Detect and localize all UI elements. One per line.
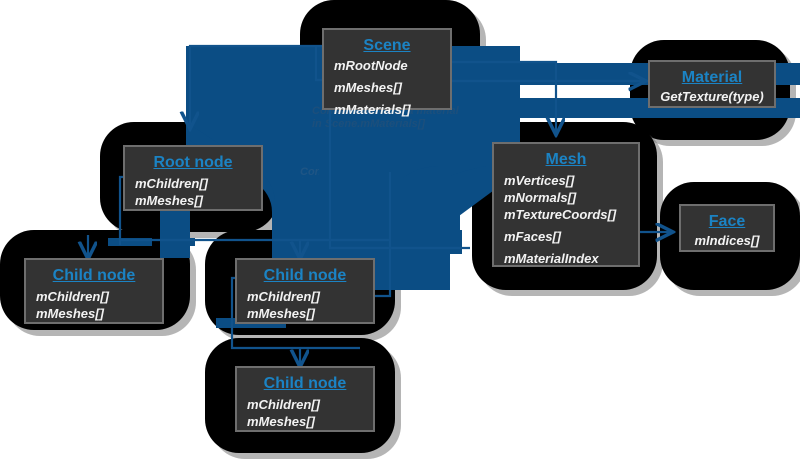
entity-root-node[interactable]: Root node mChildren[] mMeshes[] — [123, 145, 263, 211]
entity-mesh-field-1: mNormals[] — [504, 190, 577, 205]
entity-child-node-middle-field-0: mChildren[] — [247, 289, 320, 304]
material-index-note-line1: Contains index to a material — [312, 105, 459, 117]
entity-material-field-0: GetTexture(type) — [660, 89, 764, 104]
entity-mesh-title: Mesh — [545, 151, 587, 168]
entity-mesh-field-3: mFaces[] — [504, 229, 562, 244]
material-index-note: Contains index to a material in Scene.mM… — [312, 106, 459, 130]
entity-face-field-0: mIndices[] — [694, 233, 760, 248]
entity-child-node-left[interactable]: Child node mChildren[] mMeshes[] — [24, 258, 164, 324]
entity-mesh-field-2: mTextureCoords[] — [504, 207, 617, 222]
entity-mesh[interactable]: Mesh mVertices[] mNormals[] mTextureCoor… — [492, 142, 640, 267]
entity-child-node-middle[interactable]: Child node mChildren[] mMeshes[] — [235, 258, 375, 324]
entity-child-node-left-field-0: mChildren[] — [36, 289, 109, 304]
entity-mesh-field-4: mMaterialIndex — [504, 251, 599, 266]
entity-face-title: Face — [708, 213, 746, 230]
entity-root-node-field-1: mMeshes[] — [135, 193, 203, 208]
wire-scene-to-rootnode — [190, 44, 336, 128]
entity-child-node-left-field-1: mMeshes[] — [36, 306, 104, 321]
entity-material[interactable]: Material GetTexture(type) — [648, 60, 776, 108]
entity-child-node-bottom-field-0: mChildren[] — [247, 397, 320, 412]
entity-face[interactable]: Face mIndices[] — [679, 204, 775, 252]
entity-material-title: Material — [681, 69, 743, 86]
note-occluder-2 — [300, 178, 460, 230]
entity-scene-field-0: mRootNode — [334, 58, 408, 73]
entity-mesh-field-0: mVertices[] — [504, 173, 575, 188]
entity-scene-field-1: mMeshes[] — [334, 80, 402, 95]
material-index-note-line2: in Scene.mMaterials[] — [312, 118, 426, 130]
entity-child-node-bottom-title: Child node — [263, 375, 347, 392]
entity-child-node-bottom-field-1: mMeshes[] — [247, 414, 315, 429]
entity-child-node-bottom[interactable]: Child node mChildren[] mMeshes[] — [235, 366, 375, 432]
entity-root-node-field-0: mChildren[] — [135, 176, 208, 191]
entity-root-node-title: Root node — [153, 154, 233, 171]
entity-child-node-middle-field-1: mMeshes[] — [247, 306, 315, 321]
entity-child-node-left-title: Child node — [52, 267, 136, 284]
entity-scene[interactable]: Scene mRootNode mMeshes[] mMaterials[] — [322, 28, 452, 117]
entity-child-node-middle-title: Child node — [263, 267, 347, 284]
wire-scene-to-mesh — [420, 60, 556, 134]
entity-scene-field-2: mMaterials[] — [334, 102, 411, 117]
wire-materialindex-ref — [328, 62, 470, 250]
entity-scene-title: Scene — [363, 37, 411, 54]
